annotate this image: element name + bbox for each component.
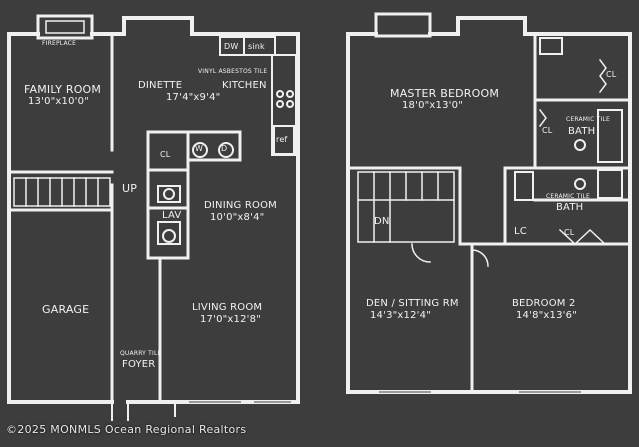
lav-label: LAV xyxy=(162,210,182,221)
stairs-down-label: DN xyxy=(374,216,390,227)
refrigerator-label: ref xyxy=(276,135,288,144)
kitchen-counters xyxy=(219,36,297,156)
dinette-name: DINETTE xyxy=(138,80,183,91)
foyer-floor-note: QUARRY TILE xyxy=(120,350,162,357)
bedroom2-size: 14'8"x13'6" xyxy=(516,310,577,321)
fireplace-icon xyxy=(36,14,94,40)
closet-bath-label: CL xyxy=(542,126,553,135)
washer-label: W xyxy=(195,144,204,153)
kitchen-floor-note: VINYL ASBESTOS TILE xyxy=(198,68,268,75)
bath1-name: BATH xyxy=(568,126,596,137)
sink-label: sink xyxy=(248,42,265,51)
dining-room-size: 10'0"x8'4" xyxy=(210,212,265,223)
bath2-name: BATH xyxy=(556,202,584,213)
stairs-up-label: UP xyxy=(122,182,138,195)
lav-fixtures xyxy=(157,142,234,245)
family-room-name: FAMILY ROOM xyxy=(24,83,102,96)
master-bedroom-name: MASTER BEDROOM xyxy=(390,87,500,100)
dishwasher-label: DW xyxy=(224,42,239,51)
bedroom2-name: BEDROOM 2 xyxy=(512,298,576,309)
closet-bedroom2-label: CL xyxy=(564,228,575,237)
garage-label: GARAGE xyxy=(42,303,90,316)
lower-stairs xyxy=(13,177,111,207)
dryer-label: D xyxy=(221,144,228,153)
copyright-watermark: ©2025 MONMLS Ocean Regional Realtors xyxy=(6,423,247,436)
master-bedroom-size: 18'0"x13'0" xyxy=(402,100,463,111)
living-room-size: 17'0"x12'8" xyxy=(200,314,261,325)
linen-closet-label: LC xyxy=(514,226,527,237)
fireplace-label: FIREPLACE xyxy=(42,40,77,47)
bath2-floor-note: CERAMIC TILE xyxy=(546,193,591,200)
kitchen-name: KITCHEN xyxy=(222,80,267,91)
foyer-name: FOYER xyxy=(122,359,156,370)
closet-top-label: CL xyxy=(606,70,617,79)
den-name: DEN / SITTING RM xyxy=(366,298,459,309)
dinette-size: 17'4"x9'4" xyxy=(166,92,221,103)
den-size: 14'3"x12'4" xyxy=(370,310,431,321)
upper-stairs xyxy=(357,171,455,243)
family-room-size: 13'0"x10'0" xyxy=(28,96,89,107)
dining-room-name: DINING ROOM xyxy=(204,200,278,211)
living-room-name: LIVING ROOM xyxy=(192,302,263,313)
bath-fixtures xyxy=(514,37,623,201)
front-door xyxy=(111,401,176,421)
closet-label: CL xyxy=(160,150,171,159)
bath1-floor-note: CERAMIC TILE xyxy=(566,116,611,123)
